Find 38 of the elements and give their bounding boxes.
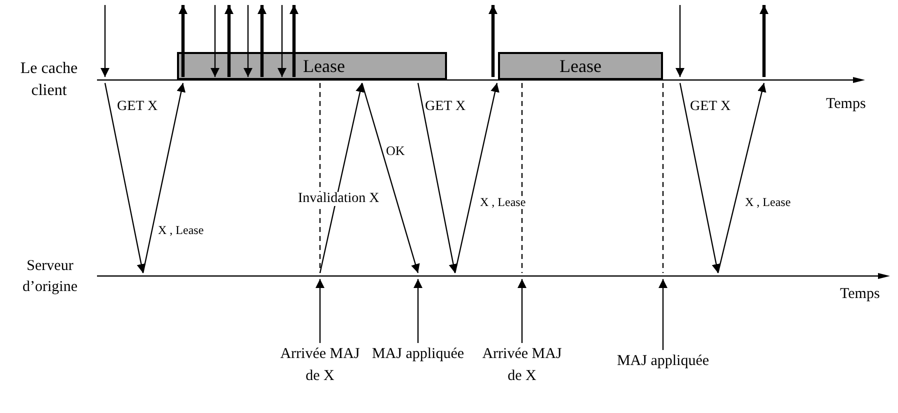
arrow <box>760 5 768 77</box>
arrow <box>417 82 458 274</box>
arrow <box>100 5 110 77</box>
arrow <box>454 82 500 274</box>
timeline-axis <box>97 273 890 279</box>
arrow <box>224 5 234 77</box>
arrow <box>658 279 668 350</box>
arrow <box>278 5 286 77</box>
arrow <box>488 5 498 77</box>
dashed-line <box>662 83 664 273</box>
lease-period-bar: Lease <box>177 52 447 80</box>
edge-label: X , Lease <box>158 224 204 236</box>
arrow <box>244 5 252 77</box>
arrow <box>414 279 422 343</box>
arrow <box>676 5 684 77</box>
arrow <box>679 82 721 274</box>
arrow <box>104 82 146 274</box>
dashed-line <box>521 83 523 273</box>
timeline-axis <box>97 77 865 83</box>
arrow <box>518 279 526 343</box>
edge-label: OK <box>386 144 405 157</box>
edge-label: X , Lease <box>745 196 791 208</box>
arrow <box>210 5 220 77</box>
lane-label: Le cache client <box>19 59 79 101</box>
arrow <box>142 82 186 274</box>
axis-label: Temps <box>840 285 881 304</box>
dashed-line <box>319 83 321 273</box>
arrow <box>316 279 324 343</box>
axis-label: Temps <box>826 95 867 114</box>
lane-label: Serveur d’origine <box>22 257 78 297</box>
arrow <box>319 82 364 274</box>
edge-label: Invalidation X <box>298 192 380 206</box>
lease-period-bar: Lease <box>498 52 663 80</box>
arrow <box>258 5 266 77</box>
arrow <box>290 5 298 77</box>
edge-label: X , Lease <box>480 196 526 208</box>
arrow <box>361 82 420 274</box>
arrow <box>178 5 188 77</box>
